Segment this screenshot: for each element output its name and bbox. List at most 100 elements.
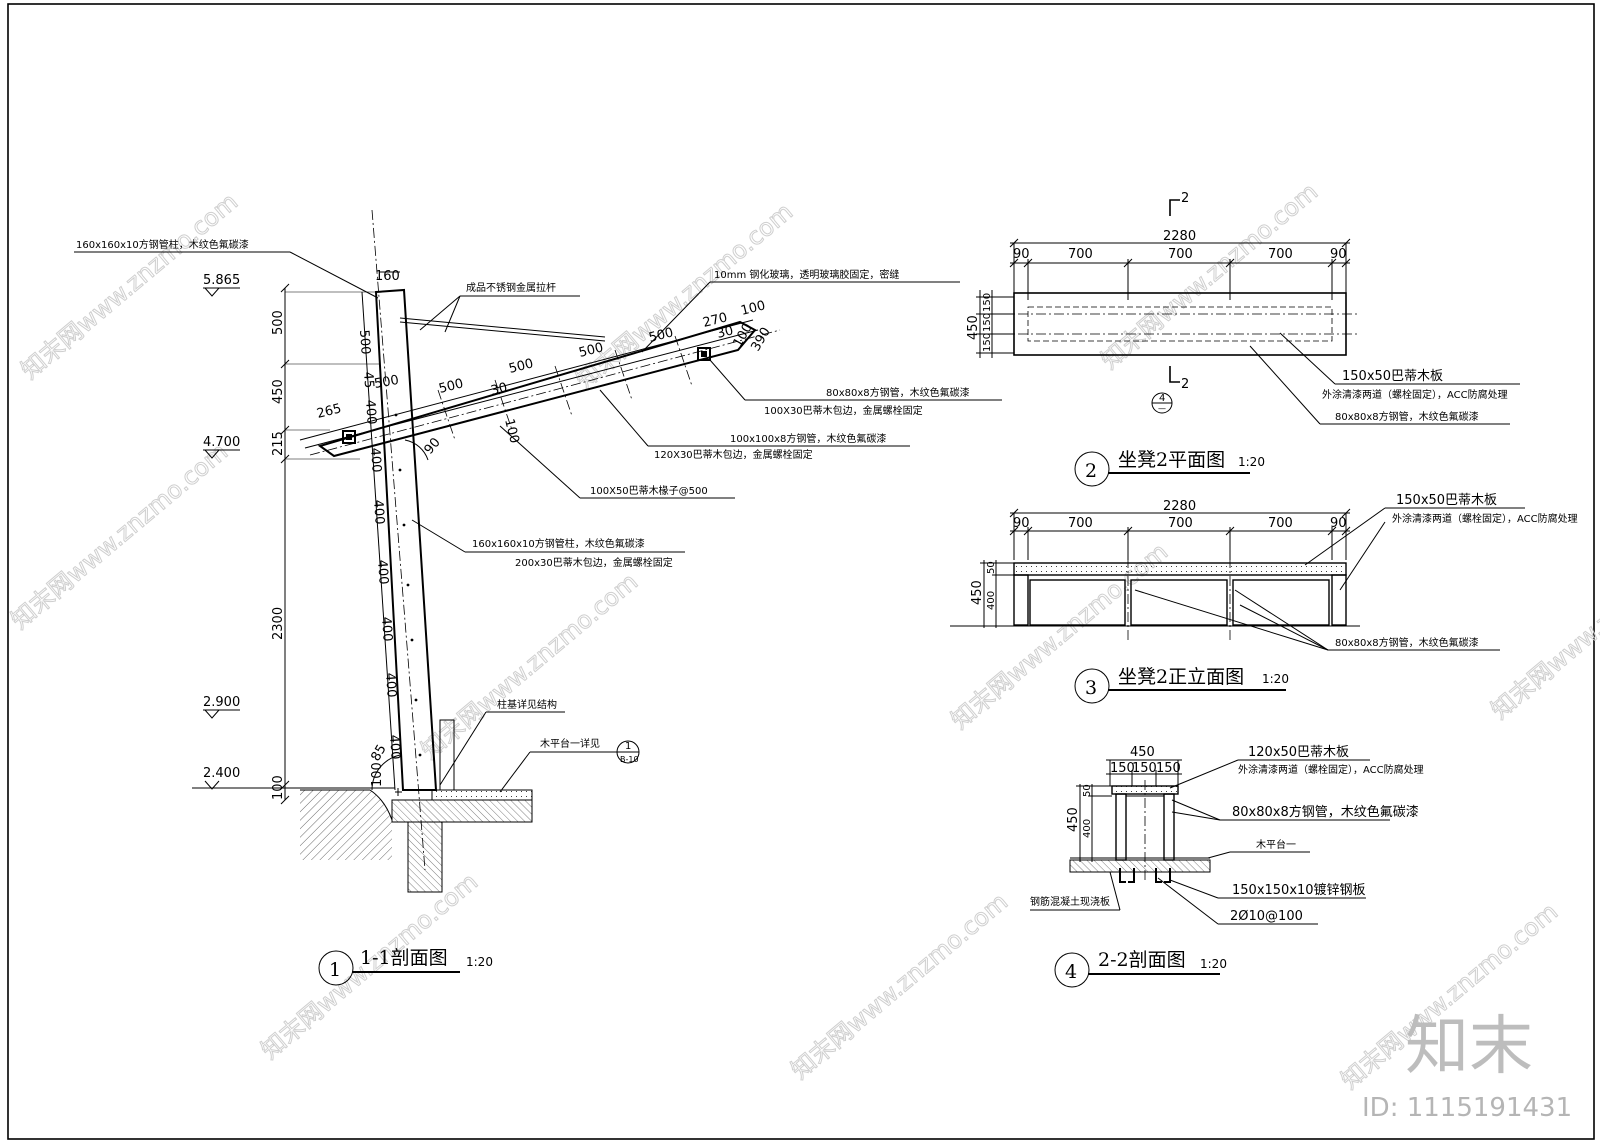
drawing-scale: 1:20 <box>1238 455 1265 469</box>
svg-text:150x150x10镀锌钢板: 150x150x10镀锌钢板 <box>1232 882 1366 898</box>
annotation-post-top: 160x160x10方钢管柱，木纹色氟碳漆 <box>74 238 379 299</box>
svg-text:160x160x10方钢管柱，木纹色氟碳漆: 160x160x10方钢管柱，木纹色氟碳漆 <box>76 238 249 251</box>
svg-text:2.400: 2.400 <box>203 766 240 781</box>
svg-text:700: 700 <box>1168 247 1193 262</box>
drawing-scale: 1:20 <box>1262 672 1289 686</box>
svg-text:2: 2 <box>1181 377 1189 392</box>
annotation-rafter: 100X50巴蒂木椽子@500 <box>499 425 735 499</box>
svg-text:2Ø10@100: 2Ø10@100 <box>1230 909 1303 924</box>
svg-text:700: 700 <box>1268 516 1293 531</box>
svg-text:150: 150 <box>982 293 993 312</box>
drawing-number: 2 <box>1085 460 1097 482</box>
svg-text:700: 700 <box>1268 247 1293 262</box>
svg-text:100X30巴蒂木包边，金属螺栓固定: 100X30巴蒂木包边，金属螺栓固定 <box>764 404 923 417</box>
drawing-title: 坐凳2正立面图 <box>1118 666 1244 688</box>
svg-text:270: 270 <box>701 310 729 331</box>
svg-text:100: 100 <box>739 298 767 319</box>
tie-rod <box>399 317 606 342</box>
svg-text:450: 450 <box>970 580 985 605</box>
drawing-title-2: 2 坐凳2平面图 1:20 <box>1074 449 1265 487</box>
svg-text:100: 100 <box>370 762 385 787</box>
svg-text:150: 150 <box>982 333 993 352</box>
svg-text:400: 400 <box>382 672 399 698</box>
svg-text:150x50巴蒂木板: 150x50巴蒂木板 <box>1342 369 1443 384</box>
svg-text:2280: 2280 <box>1163 229 1196 244</box>
svg-text:10mm 钢化玻璃，透明玻璃胶固定，密缝: 10mm 钢化玻璃，透明玻璃胶固定，密缝 <box>714 268 899 281</box>
svg-text:265: 265 <box>315 401 343 422</box>
svg-text:木平台一详见: 木平台一详见 <box>540 737 600 750</box>
svg-text:215: 215 <box>271 431 286 456</box>
svg-text:500: 500 <box>356 329 373 355</box>
svg-text:成品不锈钢金属拉杆: 成品不锈钢金属拉杆 <box>466 281 556 294</box>
drawing-title: 2-2剖面图 <box>1098 949 1186 971</box>
svg-text:50: 50 <box>986 561 997 574</box>
annotation-post-mid: 160x160x10方钢管柱，木纹色氟碳漆 200x30巴蒂木包边，金属螺栓固定 <box>411 519 685 569</box>
svg-text:150: 150 <box>982 313 993 332</box>
sheet-border <box>7 3 1595 1140</box>
inclined-beam: 265 500 30 500 500 500 270 100 30 100 39… <box>299 298 781 461</box>
svg-text:80x80x8方钢管，木纹色氟碳漆: 80x80x8方钢管，木纹色氟碳漆 <box>826 386 970 399</box>
drawing-title: 1-1剖面图 <box>360 947 448 969</box>
svg-text:90: 90 <box>1013 516 1030 531</box>
svg-text:700: 700 <box>1068 247 1093 262</box>
svg-text:150: 150 <box>1110 761 1135 776</box>
svg-text:400: 400 <box>370 499 387 525</box>
watermark-text: 知末网www.znzmo.com <box>1096 178 1323 375</box>
svg-text:80x80x8方钢管，木纹色氟碳漆: 80x80x8方钢管，木纹色氟碳漆 <box>1232 804 1419 820</box>
svg-text:80x80x8方钢管，木纹色氟碳漆: 80x80x8方钢管，木纹色氟碳漆 <box>1335 410 1479 423</box>
drawing-title: 坐凳2平面图 <box>1118 449 1225 471</box>
foundation <box>300 719 533 893</box>
svg-text:1: 1 <box>625 741 631 752</box>
svg-text:200x30巴蒂木包边，金属螺栓固定: 200x30巴蒂木包边，金属螺栓固定 <box>515 556 673 569</box>
svg-text:500: 500 <box>507 356 535 377</box>
drawing-number: 1 <box>329 959 341 981</box>
svg-text:80x80x8方钢管，木纹色氟碳漆: 80x80x8方钢管，木纹色氟碳漆 <box>1335 636 1479 649</box>
svg-text:45: 45 <box>360 371 376 389</box>
annotation-steel-80: 80x80x8方钢管，木纹色氟碳漆 100X30巴蒂木包边，金属螺栓固定 <box>709 359 1002 417</box>
drawing-number: 3 <box>1085 677 1097 699</box>
watermark-text: 知末网www.znzmo.com <box>6 438 233 635</box>
svg-text:100: 100 <box>271 775 286 800</box>
elevation-marker: 2.900 <box>203 695 240 719</box>
svg-text:100: 100 <box>501 417 522 445</box>
svg-text:50: 50 <box>1082 784 1093 797</box>
svg-text:400: 400 <box>1082 819 1093 838</box>
elevation-marker: 2.400 <box>192 766 395 790</box>
svg-text:450: 450 <box>1066 807 1081 832</box>
annotation-deck: 木平台一详见 1 B-10 <box>499 737 640 793</box>
elevation-marker: 5.865 <box>203 273 240 297</box>
bench-plan: 2 2 4 — 2280 90 700 700 700 90 <box>966 191 1520 487</box>
svg-text:500: 500 <box>437 376 465 397</box>
svg-text:2.900: 2.900 <box>203 695 240 710</box>
svg-text:2300: 2300 <box>271 607 286 640</box>
svg-text:150: 150 <box>1132 761 1157 776</box>
svg-text:90: 90 <box>1330 516 1347 531</box>
svg-text:90: 90 <box>1330 247 1347 262</box>
drawing-scale: 1:20 <box>466 955 493 969</box>
svg-text:木平台一: 木平台一 <box>1256 838 1296 851</box>
svg-text:4.700: 4.700 <box>203 435 240 450</box>
svg-text:100x100x8方钢管，木纹色氟碳漆: 100x100x8方钢管，木纹色氟碳漆 <box>730 432 886 445</box>
svg-text:外涂清漆两道（螺栓固定），ACC防腐处理: 外涂清漆两道（螺栓固定），ACC防腐处理 <box>1392 512 1578 525</box>
svg-text:150x50巴蒂木板: 150x50巴蒂木板 <box>1396 493 1497 508</box>
svg-text:400: 400 <box>374 559 391 585</box>
svg-text:400: 400 <box>362 399 379 425</box>
annotation-footing: 柱基详见结构 <box>439 698 565 786</box>
watermark-text: 知末网www.znzmo.com <box>786 888 1013 1085</box>
svg-text:30: 30 <box>715 323 735 342</box>
section-1-1: 5.865 4.700 2.900 2.400 <box>74 209 1002 986</box>
svg-text:400: 400 <box>367 447 384 473</box>
drawing-scale: 1:20 <box>1200 957 1227 971</box>
svg-text:5.865: 5.865 <box>203 273 240 288</box>
drawing-id: ID: 1115191431 <box>1362 1093 1572 1123</box>
svg-text:500: 500 <box>577 340 605 361</box>
svg-text:—: — <box>1158 404 1166 413</box>
svg-text:30: 30 <box>489 380 509 399</box>
svg-text:外涂清漆两道（螺栓固定），ACC防腐处理: 外涂清漆两道（螺栓固定），ACC防腐处理 <box>1238 763 1424 776</box>
svg-text:450: 450 <box>1130 745 1155 760</box>
section-2-2: 450 150 150 150 450 50 400 120x50巴蒂木板 外涂… <box>1030 745 1424 988</box>
svg-text:500: 500 <box>271 310 286 335</box>
inclined-post: 160 500 45 400 500 400 400 400 400 400 4… <box>356 209 438 871</box>
svg-text:700: 700 <box>1168 516 1193 531</box>
